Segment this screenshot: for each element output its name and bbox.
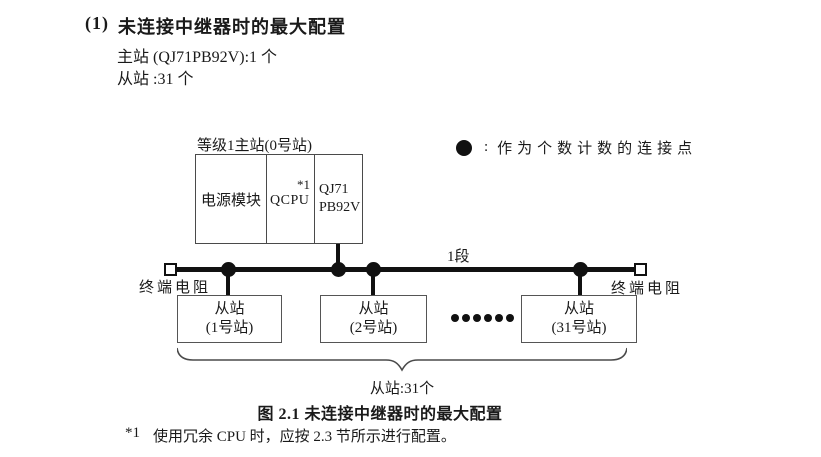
ellipsis-dot bbox=[506, 314, 514, 322]
connection-point-dot bbox=[573, 262, 588, 277]
section-heading-text: 未连接中继器时的最大配置 bbox=[118, 17, 346, 37]
slave-count-label: 从站:31个 bbox=[369, 381, 435, 397]
bus-segment-line bbox=[177, 267, 635, 272]
power-module-cell: 电源模块 bbox=[200, 192, 261, 209]
cpu-module-name: QCPU bbox=[270, 193, 310, 208]
slave2-drop-line bbox=[371, 270, 375, 295]
footnote-text: 使用冗余 CPU 时，应按 2.3 节所示进行配置。 bbox=[153, 429, 456, 445]
network-module-name-line2: PB92V bbox=[319, 200, 361, 215]
ellipsis-dot bbox=[462, 314, 470, 322]
ellipsis-dots bbox=[451, 314, 514, 322]
slave-station-number: (2号站) bbox=[349, 320, 398, 336]
cpu-module-cell: *1 QCPU bbox=[266, 155, 314, 243]
connection-point-dot bbox=[366, 262, 381, 277]
ellipsis-dot bbox=[495, 314, 503, 322]
connection-point-icon bbox=[456, 139, 472, 156]
slave31-drop-line bbox=[578, 270, 582, 295]
section-heading-marker: (1) bbox=[85, 13, 109, 33]
section-heading: (1) 未连接中继器时的最大配置 bbox=[85, 13, 346, 39]
connection-point-dot bbox=[221, 262, 236, 277]
spec-line-master: 主站 (QJ71PB92V):1 个 bbox=[117, 49, 278, 66]
legend-separator: : bbox=[484, 139, 489, 155]
terminating-resistor-label-right: 终端电阻 bbox=[611, 281, 684, 297]
terminating-resistor-right bbox=[634, 263, 647, 276]
master-station-label: 等级1主站(0号站) bbox=[197, 138, 312, 154]
network-module-name-line1: QJ71 bbox=[319, 182, 349, 197]
footnote: *1 使用冗余 CPU 时，应按 2.3 节所示进行配置。 bbox=[125, 425, 456, 446]
segment-label: 1段 bbox=[447, 249, 470, 265]
footnote-marker: *1 bbox=[125, 425, 140, 441]
legend: : 作为个数计数的连接点 bbox=[456, 137, 697, 158]
slave-station-number: (1号站) bbox=[205, 320, 254, 336]
slave-name: 从站 bbox=[358, 301, 389, 317]
master-drop-line bbox=[336, 244, 340, 268]
terminating-resistor-left bbox=[164, 263, 177, 276]
slave-count-brace bbox=[177, 347, 627, 372]
slave1-drop-line bbox=[226, 270, 230, 295]
slave-station-box-2: 从站 (2号站) bbox=[320, 295, 427, 343]
master-station-box: 电源模块 *1 QCPU QJ71 PB92V bbox=[195, 154, 363, 244]
figure-caption: 图 2.1 未连接中继器时的最大配置 bbox=[257, 406, 503, 423]
slave-name: 从站 bbox=[563, 301, 594, 317]
spec-line-slave: 从站 :31 个 bbox=[117, 71, 194, 88]
slave-station-box-1: 从站 (1号站) bbox=[177, 295, 282, 343]
slave-station-box-31: 从站 (31号站) bbox=[521, 295, 637, 343]
network-module-cell: QJ71 PB92V bbox=[314, 155, 362, 243]
terminating-resistor-label-left: 终端电阻 bbox=[139, 280, 212, 296]
cpu-footnote-ref: *1 bbox=[297, 177, 310, 192]
connection-point-dot bbox=[331, 262, 346, 277]
ellipsis-dot bbox=[484, 314, 492, 322]
ellipsis-dot bbox=[451, 314, 459, 322]
slave-station-number: (31号站) bbox=[551, 320, 607, 336]
ellipsis-dot bbox=[473, 314, 481, 322]
slave-name: 从站 bbox=[214, 301, 245, 317]
legend-text: 作为个数计数的连接点 bbox=[497, 141, 698, 157]
